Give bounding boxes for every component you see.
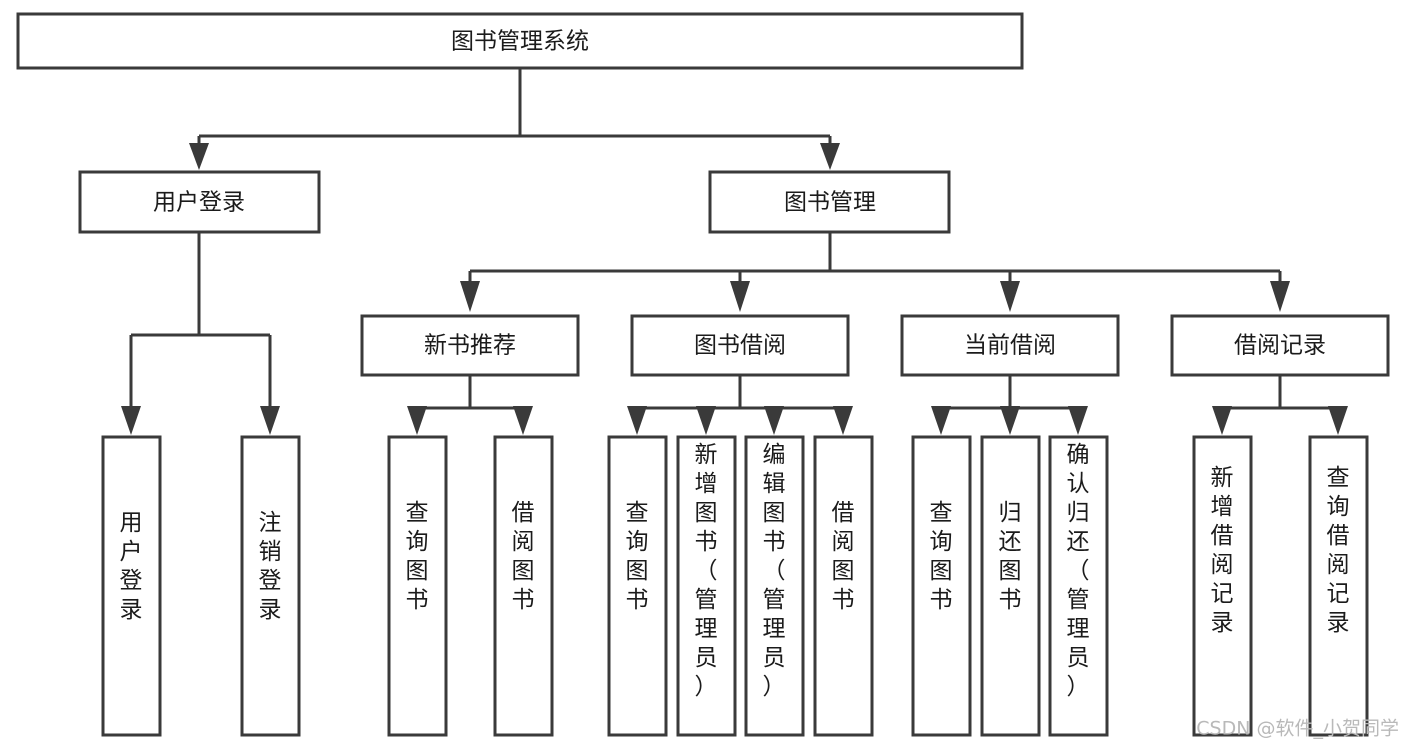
node-new-book-recommend[interactable]: 新书推荐 <box>360 314 580 377</box>
leaf-logout-box[interactable] <box>240 435 301 737</box>
leaf-node[interactable]: 查询图书 <box>911 435 972 737</box>
node-current-borrow-label: 当前借阅 <box>964 333 1056 359</box>
node-root-system[interactable]: 图书管理系统 <box>16 12 1024 70</box>
connectors-book-manage-to-level3 <box>460 232 1290 312</box>
node-root-box[interactable] <box>16 12 1024 70</box>
leaf-bb-query-book-box[interactable] <box>607 435 668 737</box>
node-borrow-record-box[interactable] <box>1170 314 1390 377</box>
node-borrow-record-label: 借阅记录 <box>1234 333 1326 359</box>
connectors-new-book-to-leaves <box>407 375 533 435</box>
arrow-icon-to-borrow-record <box>1270 281 1290 312</box>
node-current-borrow-box[interactable] <box>900 314 1120 377</box>
leaf-node[interactable]: 借阅图书 <box>813 435 874 737</box>
leaf-br-add-record-box[interactable] <box>1192 435 1253 737</box>
leaf-cb-confirm-return-box[interactable] <box>1048 435 1109 737</box>
leaf-logout-label: 注销登录 <box>259 510 282 623</box>
node-current-borrow[interactable]: 当前借阅 <box>900 314 1120 377</box>
arrow-icon-to-book-manage <box>820 143 840 170</box>
arrow-icon-current-borrow-leaf-2 <box>1000 406 1020 435</box>
arrow-icon-user-login-leaf-1 <box>121 406 141 435</box>
node-root-label: 图书管理系统 <box>451 29 589 55</box>
leaf-nb-borrow-book-label: 借阅图书 <box>512 500 535 613</box>
arrow-icon-current-borrow-leaf-3 <box>1068 406 1088 435</box>
leaf-br-query-record-label: 查询借阅记录 <box>1327 465 1350 636</box>
leaf-cb-return-book-label: 归还图书 <box>999 500 1022 613</box>
leaf-cb-confirm-return-label: 确认归还（管理员） <box>1067 442 1090 700</box>
node-book-borrow-box[interactable] <box>630 314 850 377</box>
arrow-icon-book-borrow-leaf-2 <box>696 406 716 435</box>
leaf-node[interactable]: 确认归还（管理员） <box>1048 435 1109 737</box>
leaf-node[interactable]: 新增图书（管理员） <box>676 435 737 737</box>
node-book-manage[interactable]: 图书管理 <box>708 170 951 234</box>
leaf-node[interactable]: 用户登录 <box>101 435 162 737</box>
node-book-manage-label: 图书管理 <box>784 190 876 216</box>
node-borrow-record[interactable]: 借阅记录 <box>1170 314 1390 377</box>
leaf-node[interactable]: 查询图书 <box>607 435 668 737</box>
arrow-icon-new-book-leaf-1 <box>407 406 427 435</box>
node-book-borrow[interactable]: 图书借阅 <box>630 314 850 377</box>
leaf-nb-query-book-label: 查询图书 <box>406 500 429 613</box>
connectors-book-borrow-to-leaves <box>627 375 853 435</box>
leaf-node[interactable]: 查询图书 <box>387 435 448 737</box>
node-book-manage-box[interactable] <box>708 170 951 234</box>
arrow-icon-to-current-borrow <box>1000 281 1020 312</box>
leaf-br-query-record-box[interactable] <box>1308 435 1369 737</box>
leaf-bb-add-book-label: 新增图书（管理员） <box>695 442 718 700</box>
arrow-icon-borrow-record-leaf-2 <box>1328 406 1348 435</box>
leaf-cb-query-book-label: 查询图书 <box>930 500 953 613</box>
arrow-icon-book-borrow-leaf-1 <box>627 406 647 435</box>
leaf-node[interactable]: 归还图书 <box>980 435 1041 737</box>
leaf-node[interactable]: 编辑图书（管理员） <box>744 435 805 737</box>
leaf-user-login-box[interactable] <box>101 435 162 737</box>
arrow-icon-current-borrow-leaf-1 <box>931 406 951 435</box>
leaf-node[interactable]: 新增借阅记录 <box>1192 435 1253 737</box>
leaf-bb-edit-book-label: 编辑图书（管理员） <box>763 442 786 700</box>
node-user-login-label: 用户登录 <box>153 190 245 216</box>
leaf-bb-edit-book-box[interactable] <box>744 435 805 737</box>
node-book-borrow-label: 图书借阅 <box>694 333 786 359</box>
node-user-login-box[interactable] <box>78 170 321 234</box>
leaf-node[interactable]: 注销登录 <box>240 435 301 737</box>
arrow-icon-to-book-borrow <box>730 281 750 312</box>
leaf-cb-return-book-box[interactable] <box>980 435 1041 737</box>
leaf-node[interactable]: 查询借阅记录 <box>1308 435 1369 737</box>
arrow-icon-borrow-record-leaf-1 <box>1212 406 1232 435</box>
connectors-root-to-level2 <box>189 68 840 170</box>
arrow-icon-to-user-login <box>189 143 209 170</box>
arrow-icon-to-new-book <box>460 281 480 312</box>
arrow-icon-new-book-leaf-2 <box>513 406 533 435</box>
arrow-icon-book-borrow-leaf-3 <box>764 406 784 435</box>
leaf-cb-query-book-box[interactable] <box>911 435 972 737</box>
node-user-login[interactable]: 用户登录 <box>78 170 321 234</box>
leaf-bb-add-book-box[interactable] <box>676 435 737 737</box>
arrow-icon-user-login-leaf-2 <box>260 406 280 435</box>
leaf-user-login-label: 用户登录 <box>120 510 143 623</box>
leaf-nb-query-book-box[interactable] <box>387 435 448 737</box>
leaf-bb-borrow-book-label: 借阅图书 <box>832 500 855 613</box>
leaf-node[interactable]: 借阅图书 <box>493 435 554 737</box>
node-new-book-recommend-box[interactable] <box>360 314 580 377</box>
watermark-label: CSDN @软件_小贺同学 <box>1196 718 1399 740</box>
leaf-bb-borrow-book-box[interactable] <box>813 435 874 737</box>
arrow-icon-book-borrow-leaf-4 <box>833 406 853 435</box>
connectors-user-login-to-leaves <box>121 232 280 435</box>
connectors-current-borrow-to-leaves <box>931 375 1088 435</box>
leaf-br-add-record-label: 新增借阅记录 <box>1211 465 1234 636</box>
leaf-bb-query-book-label: 查询图书 <box>626 500 649 613</box>
node-new-book-recommend-label: 新书推荐 <box>424 333 516 359</box>
connectors-borrow-record-to-leaves <box>1212 375 1348 435</box>
leaf-nb-borrow-book-box[interactable] <box>493 435 554 737</box>
